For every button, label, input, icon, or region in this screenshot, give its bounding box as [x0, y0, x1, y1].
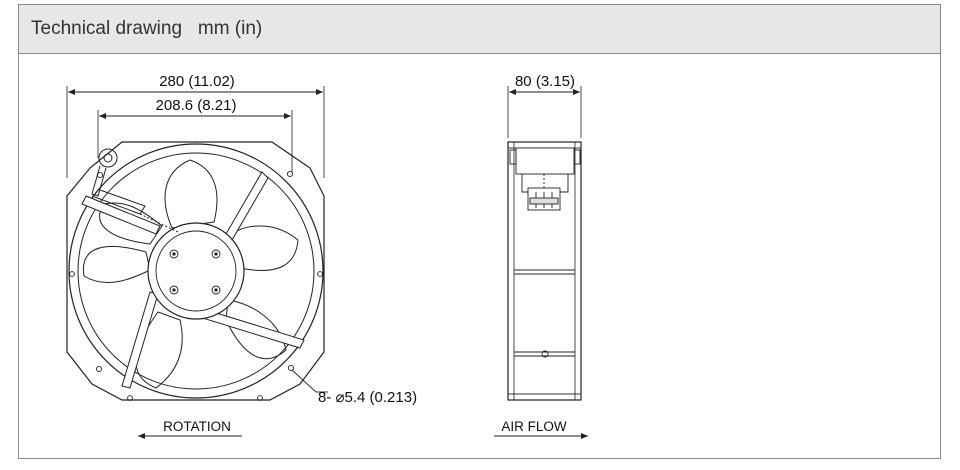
panel-header: Technical drawing mm (in)	[19, 5, 940, 54]
fan-housing	[66, 141, 325, 401]
airflow-indicator: AIR FLOW	[494, 419, 588, 439]
header-title-text: Technical drawing	[31, 18, 183, 39]
mounting-holes-label: 8- ⌀5.4 (0.213)	[318, 389, 417, 406]
header-title: Technical drawing mm (in)	[31, 18, 262, 40]
rotation-indicator: ROTATION	[138, 419, 242, 439]
side-housing	[507, 141, 582, 401]
depth-dimension	[507, 86, 582, 138]
motor-hub	[147, 222, 245, 320]
depth-label: 80 (3.15)	[515, 73, 575, 90]
rotation-label: ROTATION	[163, 419, 231, 434]
venturi-inner-ring	[77, 152, 315, 390]
motor-hub-inner	[155, 230, 237, 312]
overall-width-dimension	[66, 86, 325, 178]
overall-width-label: 280 (11.02)	[159, 73, 235, 90]
hole-spacing-dimension	[97, 110, 293, 172]
mounting-hole-leader	[291, 369, 317, 393]
junction-box	[509, 147, 581, 211]
venturi-outer-ring	[68, 143, 324, 399]
hub-screws	[169, 249, 221, 295]
front-view: 280 (11.02) 208.6 (8.21)	[66, 73, 328, 401]
cable-terminal	[91, 148, 179, 233]
side-view	[507, 86, 582, 401]
airflow-label: AIR FLOW	[501, 419, 567, 434]
hole-spacing-label: 208.6 (8.21)	[156, 97, 237, 114]
support-struts	[81, 171, 305, 389]
bottom-detail	[514, 350, 575, 358]
header-units: mm (in)	[197, 18, 263, 39]
